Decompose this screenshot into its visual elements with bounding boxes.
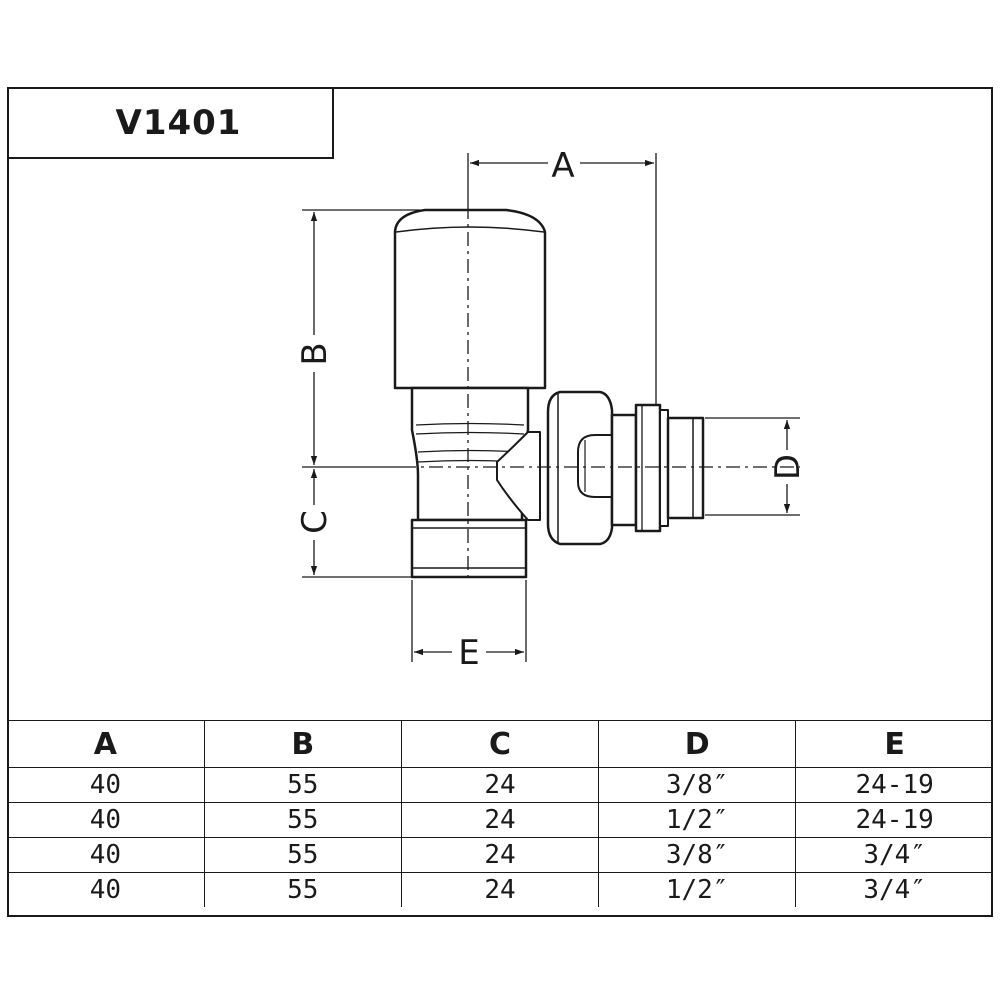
table-cell: 40 (7, 872, 205, 907)
table-cell: 24-19 (795, 767, 993, 803)
table-cell: 55 (203, 872, 402, 907)
dimension-label-c: C (295, 510, 335, 534)
column-header-a: A (7, 720, 205, 768)
column-header-e: E (795, 720, 993, 768)
side-union-connector (546, 390, 705, 546)
dimension-label-a: A (551, 146, 574, 186)
table-header-row: A B C D E (7, 720, 993, 768)
table-cell: 24 (400, 802, 600, 838)
table-row: 40 55 24 3/8″ 24-19 (7, 767, 993, 803)
dimensions-table: A B C D E 40 55 24 3/8″ 24-19 40 55 24 1… (7, 720, 993, 907)
table-cell: 3/4″ (795, 837, 993, 873)
dimension-label-d: D (768, 454, 808, 480)
column-header-c: C (400, 720, 600, 768)
table-cell: 55 (203, 767, 402, 803)
valve-body (410, 386, 541, 522)
table-cell: 40 (7, 837, 205, 873)
bottom-threaded-connector (410, 518, 528, 579)
table-cell: 3/4″ (795, 872, 993, 907)
table-cell: 1/2″ (598, 872, 797, 907)
center-lines (402, 205, 800, 580)
drawing-frame (7, 87, 993, 917)
table-cell: 3/8″ (598, 767, 797, 803)
valve-handle-cap (393, 208, 547, 390)
table-row: 40 55 24 1/2″ 3/4″ (7, 872, 993, 907)
table-row: 40 55 24 1/2″ 24-19 (7, 802, 993, 838)
table-cell: 40 (7, 767, 205, 803)
extension-lines (302, 153, 800, 662)
column-header-d: D (598, 720, 797, 768)
table-cell: 40 (7, 802, 205, 838)
table-row: 40 55 24 3/8″ 3/4″ (7, 837, 993, 873)
dimension-lines (310, 159, 791, 656)
column-header-b: B (203, 720, 402, 768)
dimension-label-b: B (295, 342, 335, 365)
table-cell: 55 (203, 802, 402, 838)
dimension-label-e: E (458, 633, 479, 673)
model-title: V1401 (115, 103, 242, 143)
model-title-box: V1401 (7, 87, 334, 159)
table-cell: 24 (400, 767, 600, 803)
table-cell: 24 (400, 837, 600, 873)
table-cell: 24 (400, 872, 600, 907)
table-cell: 1/2″ (598, 802, 797, 838)
table-cell: 24-19 (795, 802, 993, 838)
table-cell: 3/8″ (598, 837, 797, 873)
table-cell: 55 (203, 837, 402, 873)
